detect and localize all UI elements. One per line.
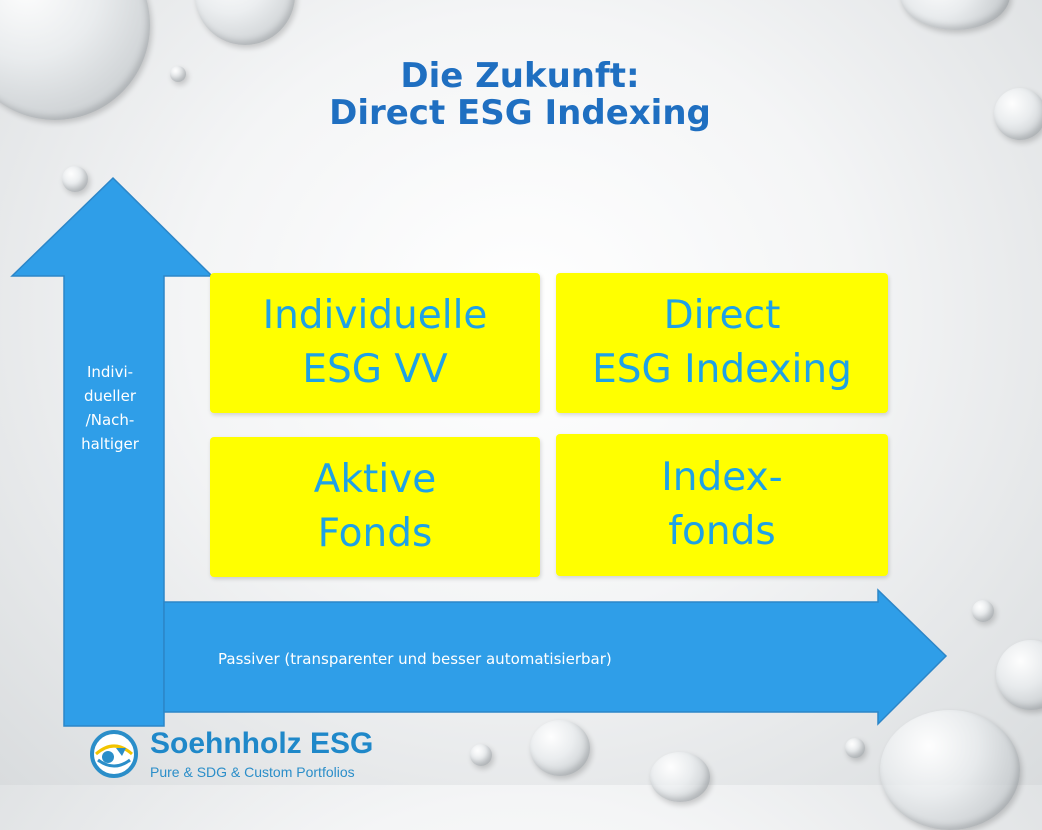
water-drop-decoration [530, 720, 590, 776]
quadrant-indexfonds: Index- fonds [556, 434, 888, 576]
water-drop-decoration [170, 66, 186, 82]
water-drop-decoration [470, 744, 492, 766]
horizontal-axis-label: Passiver (transparenter und besser autom… [218, 650, 612, 668]
water-drop-decoration [62, 166, 88, 192]
logo-tagline: Pure & SDG & Custom Portfolios [150, 764, 355, 780]
title-line-2: Direct ESG Indexing [329, 93, 711, 133]
quadrant-text-line: ESG Indexing [592, 347, 852, 392]
vertical-axis-arrow [10, 176, 214, 727]
logo-globe-icon [90, 730, 138, 778]
quadrant-text-line: ESG VV [302, 347, 448, 392]
quadrant-text-line: Index- [661, 455, 783, 500]
logo-name: Soehnholz ESG [150, 727, 374, 760]
vertical-axis-label-line: /Nach- [85, 411, 135, 429]
axis-arrows [10, 176, 948, 727]
quadrant-text-line: Fonds [317, 511, 433, 556]
quadrant-text-line: Aktive [313, 457, 437, 502]
quadrant-individuelle-esg-vv: Individuelle ESG VV [210, 273, 540, 413]
quadrant-text-line: Individuelle [262, 293, 488, 338]
water-drop-decoration [994, 88, 1042, 140]
water-drop-decoration [972, 600, 994, 622]
vertical-axis-label: Indivi- dueller /Nach- haltiger [60, 360, 160, 456]
water-drop-decoration [845, 738, 865, 758]
quadrant-direct-esg-indexing: Direct ESG Indexing [556, 273, 888, 413]
quadrant-text-line: Direct [663, 293, 781, 338]
vertical-axis-label-line: haltiger [81, 435, 139, 453]
quadrant-text-line: fonds [668, 509, 776, 554]
vertical-axis-label-line: Indivi- [86, 363, 134, 381]
quadrant-aktive-fonds: Aktive Fonds [210, 437, 540, 577]
title-line-1: Die Zukunft: [400, 56, 640, 96]
horizontal-axis-arrow [163, 588, 948, 726]
vertical-axis-label-line: dueller [84, 387, 136, 405]
slide-title: Die Zukunft: Direct ESG Indexing [240, 58, 800, 132]
